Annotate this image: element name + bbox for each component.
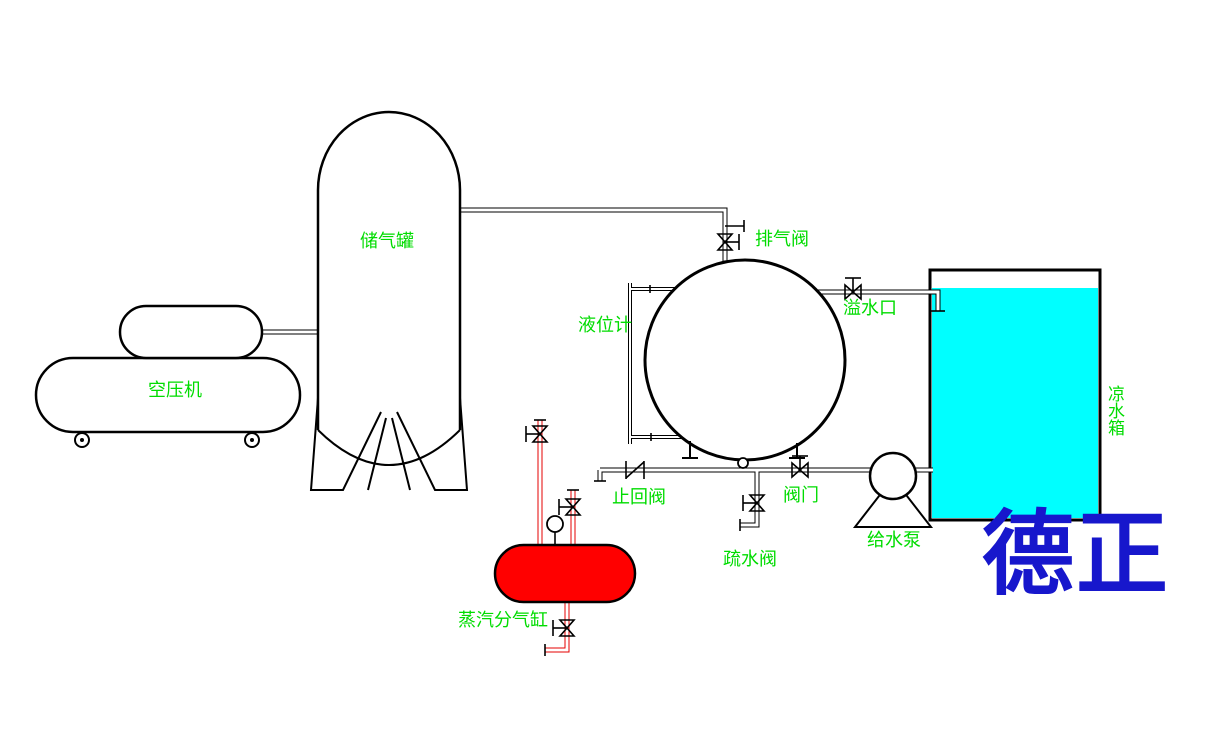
valve-symbols xyxy=(525,220,862,637)
air-compressor xyxy=(34,304,302,448)
label-air-compressor: 空压机 xyxy=(148,380,202,400)
feed-water-pump xyxy=(852,451,934,528)
label-steam-trap: 疏水阀 xyxy=(723,549,777,569)
label-valve: 阀门 xyxy=(783,485,819,505)
steam-cylinder-body xyxy=(493,543,637,604)
cooling-tank-water xyxy=(932,288,1098,518)
label-overflow-port: 溢水口 xyxy=(843,298,897,318)
label-level-gauge: 液位计 xyxy=(578,315,632,335)
check-valve-icon xyxy=(625,461,645,479)
pipe-end-flanges xyxy=(534,310,945,656)
storage-tank-bottom xyxy=(317,429,461,466)
gas-storage-tank xyxy=(309,110,469,491)
dezheng-logo: 德正 xyxy=(982,504,1170,606)
label-gas-storage-tank: 储气罐 xyxy=(360,231,414,251)
cooling-water-tank xyxy=(928,268,1102,522)
steam-distribution-cylinder xyxy=(493,515,637,604)
level-gauge xyxy=(628,283,682,444)
wheel-hub-left xyxy=(80,438,84,442)
riser-valve-2-icon xyxy=(558,498,581,516)
label-steam-cylinder: 蒸汽分气缸 xyxy=(458,609,548,630)
valve-icon xyxy=(791,455,809,478)
riser-valve-1-icon xyxy=(525,425,548,443)
labels: 空压机 储气罐 排气阀 液位计 溢水口 止回阀 阀门 疏水阀 给水泵 蒸汽分气缸… xyxy=(148,229,1125,630)
wheel-hub-right xyxy=(250,438,254,442)
pressure-gauge xyxy=(546,515,564,533)
storage-tank-legs xyxy=(309,397,469,491)
overflow-valve-icon xyxy=(844,277,862,300)
steam-trap-valve-icon xyxy=(742,494,765,512)
label-exhaust-valve: 排气阀 xyxy=(755,229,809,249)
sphere-shell xyxy=(643,258,847,462)
pump-casing xyxy=(868,451,918,501)
piping-black xyxy=(255,207,941,528)
label-cooling-tank-char-1: 凉 xyxy=(1108,385,1125,404)
label-cooling-tank-char-3: 箱 xyxy=(1108,419,1125,438)
sphere-drain-fitting xyxy=(737,457,749,469)
drain-valve-icon xyxy=(552,619,575,637)
label-check-valve: 止回阀 xyxy=(612,487,666,507)
storage-tank-body xyxy=(316,110,462,430)
exhaust-vent-stub xyxy=(725,220,745,232)
spherical-tank xyxy=(643,258,847,469)
label-cooling-tank-char-2: 水 xyxy=(1108,402,1125,421)
exhaust-valve-icon xyxy=(717,233,740,251)
label-feed-water-pump: 给水泵 xyxy=(867,530,921,550)
pump-base xyxy=(852,476,934,528)
compressor-top-tank xyxy=(118,304,264,360)
